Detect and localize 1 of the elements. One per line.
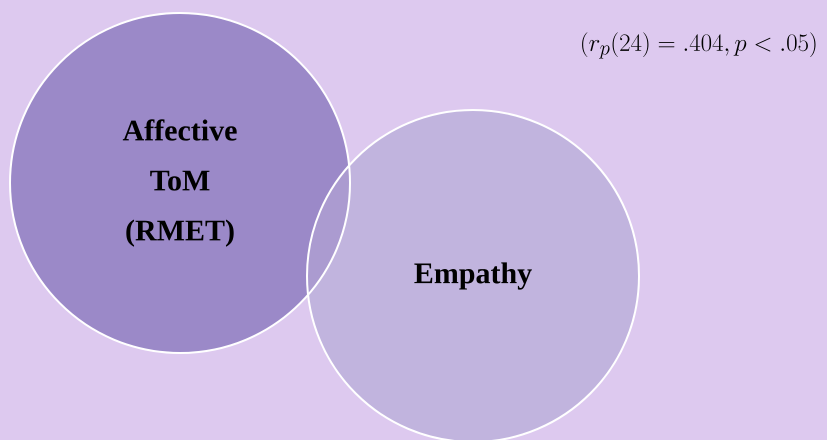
- statistic-label: $(r_{p}(24) =.404, p < .05)$: [582, 32, 816, 59]
